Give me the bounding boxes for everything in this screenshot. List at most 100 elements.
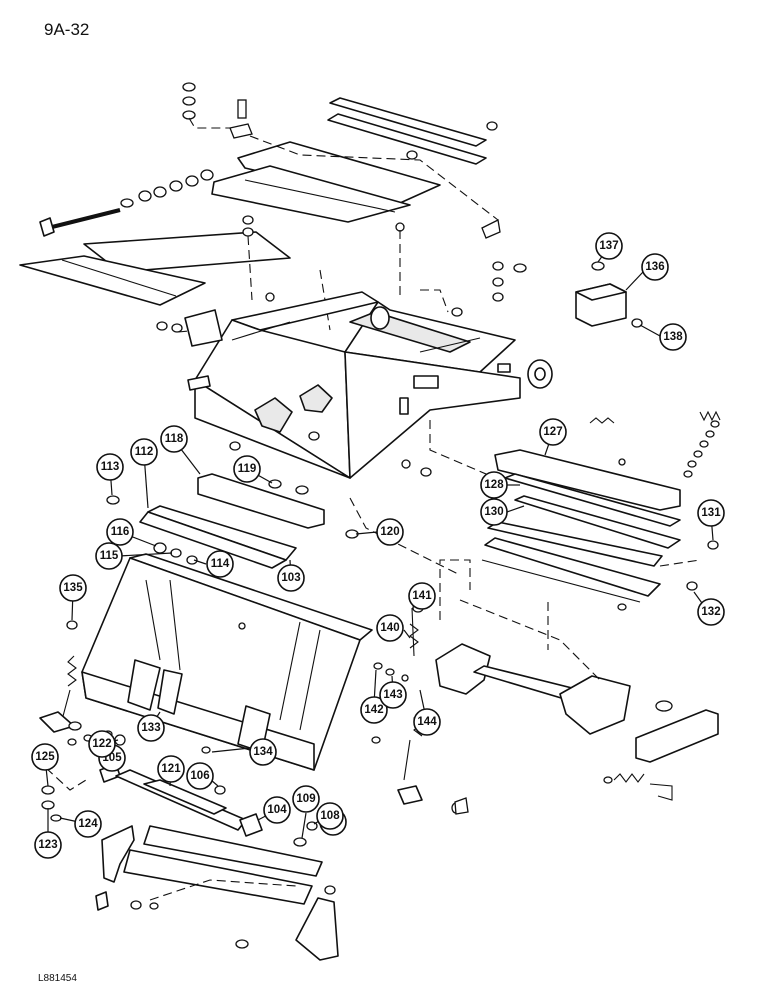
callout-balloons: 103 104 105 106 107 108 109 112 113 114 … xyxy=(31,232,725,859)
callout-140: 140 xyxy=(376,614,404,642)
right-shield xyxy=(295,897,339,961)
svg-text:122: 122 xyxy=(92,738,111,750)
callout-133: 133 xyxy=(137,714,165,742)
angle-bracket xyxy=(635,709,719,763)
bar-121b xyxy=(143,779,227,815)
page-code: 9A-32 xyxy=(44,20,90,39)
callout-112: 112 xyxy=(130,438,158,466)
callout-125: 125 xyxy=(31,743,59,771)
svg-text:116: 116 xyxy=(111,526,130,538)
box-bracket-136 xyxy=(575,261,643,328)
svg-text:131: 131 xyxy=(701,507,721,519)
callout-141: 141 xyxy=(408,582,436,610)
svg-text:109: 109 xyxy=(296,793,315,805)
callout-121: 121 xyxy=(157,755,185,783)
callout-134: 134 xyxy=(249,738,277,766)
bolt-head xyxy=(39,217,55,237)
callout-132: 132 xyxy=(697,598,725,626)
svg-text:123: 123 xyxy=(38,839,57,851)
callout-119: 119 xyxy=(233,455,261,483)
svg-text:138: 138 xyxy=(663,331,683,343)
left-middle-parts xyxy=(106,431,432,569)
arm-bracket-left xyxy=(435,643,491,695)
lower-deflector-2 xyxy=(143,825,323,877)
plate-112-bottom xyxy=(139,511,287,569)
top-plate-assembly xyxy=(19,97,487,306)
long-bolt xyxy=(47,208,121,230)
spring-1 xyxy=(589,417,615,424)
angle-strip-lower xyxy=(327,113,487,165)
right-middle-parts xyxy=(481,410,721,611)
svg-text:125: 125 xyxy=(35,751,55,763)
bracket-104 xyxy=(239,813,263,837)
callout-123: 123 xyxy=(34,831,62,859)
svg-text:120: 120 xyxy=(380,526,399,538)
center-springs xyxy=(371,603,469,815)
callout-142: 142 xyxy=(360,696,388,724)
callout-103: 103 xyxy=(277,564,305,592)
callout-114: 114 xyxy=(206,550,234,578)
callout-108: 108 xyxy=(316,802,344,830)
callout-113: 113 xyxy=(96,453,124,481)
spring-2 xyxy=(699,410,721,422)
callout-138: 138 xyxy=(659,323,687,351)
callout-144: 144 xyxy=(413,708,441,736)
plate-132 xyxy=(484,537,661,597)
svg-text:113: 113 xyxy=(101,461,120,473)
callout-127: 127 xyxy=(539,418,567,446)
callout-131: 131 xyxy=(697,499,725,527)
small-clip xyxy=(187,375,211,391)
cutout-1 xyxy=(254,397,293,433)
svg-text:143: 143 xyxy=(383,689,402,701)
svg-text:106: 106 xyxy=(190,770,209,782)
svg-text:114: 114 xyxy=(211,558,230,570)
slotted-strip-130 xyxy=(514,495,681,549)
main-frame-housing xyxy=(184,291,553,479)
bar-118 xyxy=(197,473,325,529)
svg-text:115: 115 xyxy=(100,550,119,562)
svg-text:104: 104 xyxy=(267,804,287,816)
callout-136: 136 xyxy=(641,253,669,281)
strip-128 xyxy=(504,473,681,527)
chain xyxy=(683,420,720,478)
callout-116: 116 xyxy=(106,518,134,546)
svg-text:118: 118 xyxy=(165,433,184,445)
svg-text:103: 103 xyxy=(281,572,300,584)
right-lower-arm xyxy=(349,420,719,814)
callout-143: 143 xyxy=(379,681,407,709)
svg-text:141: 141 xyxy=(412,590,432,602)
frame-right-side xyxy=(344,351,521,479)
callout-128: 128 xyxy=(480,471,508,499)
svg-text:140: 140 xyxy=(380,622,399,634)
top-hardware xyxy=(120,82,527,333)
svg-text:119: 119 xyxy=(238,463,257,475)
svg-text:130: 130 xyxy=(484,506,503,518)
callout-115: 115 xyxy=(95,542,123,570)
svg-text:108: 108 xyxy=(320,810,340,822)
flat-plate-bottom xyxy=(19,255,206,306)
svg-text:132: 132 xyxy=(701,606,720,618)
callout-137: 137 xyxy=(595,232,623,260)
svg-text:134: 134 xyxy=(253,746,273,758)
bottom-shields xyxy=(95,825,339,961)
svg-text:136: 136 xyxy=(645,261,664,273)
callout-130: 130 xyxy=(480,498,508,526)
left-shield xyxy=(101,825,135,883)
svg-text:135: 135 xyxy=(63,582,83,594)
svg-text:112: 112 xyxy=(135,446,154,458)
svg-text:121: 121 xyxy=(161,763,181,775)
svg-text:133: 133 xyxy=(141,722,160,734)
arm-bracket-right xyxy=(559,675,631,735)
lower-deflector xyxy=(123,849,313,905)
cutout-2 xyxy=(299,384,333,413)
small-bracket-top xyxy=(184,309,223,347)
svg-text:144: 144 xyxy=(417,716,437,728)
svg-text:124: 124 xyxy=(78,818,98,830)
callout-124: 124 xyxy=(74,810,102,838)
callout-135: 135 xyxy=(59,574,87,602)
callout-122: 122 xyxy=(88,730,116,758)
callout-109: 109 xyxy=(292,785,320,813)
top-cover-127 xyxy=(494,449,681,511)
callout-104: 104 xyxy=(263,796,291,824)
